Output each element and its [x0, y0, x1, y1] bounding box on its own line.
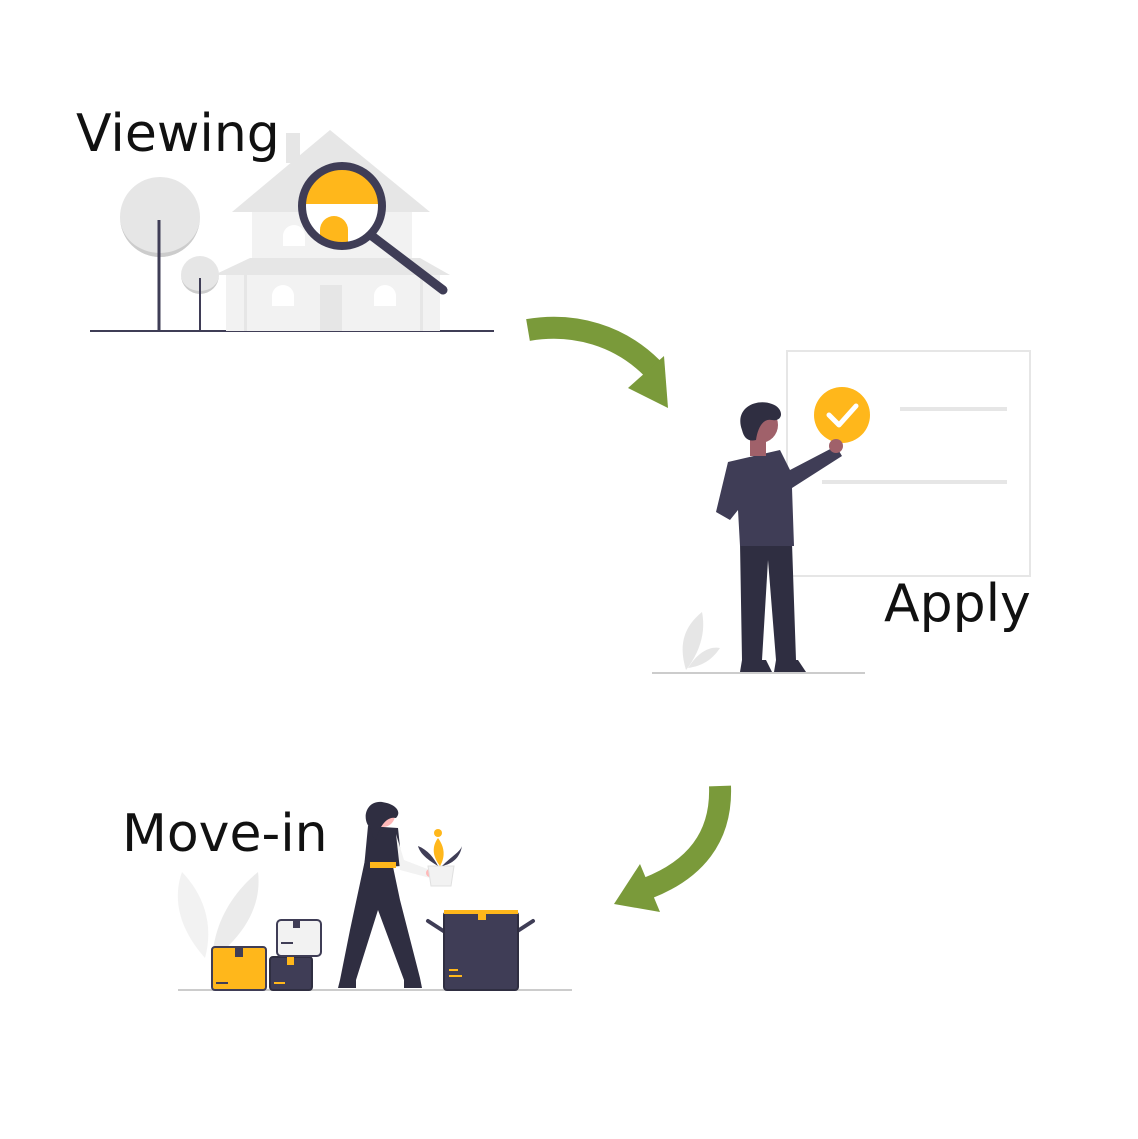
- woman-moving-boxes-illustration: [177, 801, 572, 991]
- house-search-illustration: [90, 130, 494, 332]
- person-figure: [716, 402, 843, 672]
- leaf-decoration: [177, 872, 259, 960]
- magnifier-icon: [298, 162, 448, 295]
- person-checkmark-illustration: [652, 350, 1031, 674]
- curved-arrow-2: [614, 785, 732, 912]
- tree-large: [120, 177, 200, 331]
- step-label-move-in: Move-in: [122, 804, 328, 864]
- tree-small: [181, 256, 219, 331]
- box-light: [276, 919, 322, 957]
- step-label-apply: Apply: [884, 574, 1031, 634]
- box-dark-open: [426, 910, 535, 991]
- step-label-viewing: Viewing: [76, 104, 280, 164]
- woman-figure: [338, 801, 434, 988]
- potted-plant-icon: [418, 829, 462, 887]
- plant-icon: [682, 612, 720, 670]
- box-dark-small: [269, 956, 313, 991]
- checkmark-icon: [814, 387, 870, 443]
- curved-arrow-1: [526, 316, 668, 408]
- box-yellow: [211, 946, 267, 991]
